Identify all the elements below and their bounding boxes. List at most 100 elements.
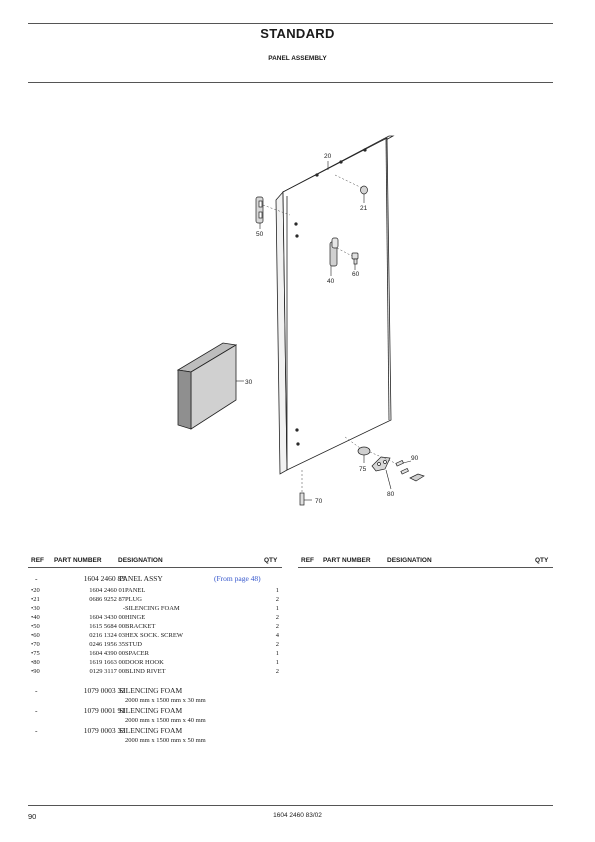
row-part-number: 1615 5684 00 (89, 623, 125, 630)
row-ref: •20 (31, 587, 40, 594)
panel-part (275, 135, 395, 475)
row-designation: BRACKET (125, 623, 156, 630)
row-qty: 1 (275, 605, 279, 612)
row-part-number: 1604 3430 00 (89, 614, 125, 621)
row-ref: •60 (31, 632, 40, 639)
row-part-number: 0129 3117 00 (89, 668, 125, 675)
col-header-qty-right: QTY (535, 557, 549, 564)
callout-20: 20 (324, 153, 332, 160)
row-designation: SILENCING FOAM (125, 605, 180, 612)
table-row: •40 1604 3430 00 HINGE 2 (31, 614, 281, 623)
row-ref: - (35, 706, 38, 715)
row-part-number: 1079 0003 32 (83, 686, 125, 695)
row-designation: STUD (125, 641, 142, 648)
col-header-designation: DESIGNATION (118, 557, 163, 564)
table-row: •30 - SILENCING FOAM 1 (31, 605, 281, 614)
row-part-number: 1079 0003 33 (83, 726, 125, 735)
row-part-number: 0246 1956 35 (89, 641, 125, 648)
callout-70: 70 (315, 498, 323, 505)
page-title: STANDARD (260, 26, 335, 41)
page-number: 90 (28, 812, 37, 821)
footer-rule (28, 805, 553, 806)
row-designation: HINGE (125, 614, 146, 621)
row-qty: 2 (275, 614, 279, 621)
page-subtitle: PANEL ASSEMBLY (268, 55, 327, 62)
top-rule (28, 23, 553, 24)
callout-50: 50 (256, 231, 264, 238)
door-hook-part (371, 456, 391, 472)
row-ref: •90 (31, 668, 40, 675)
callout-40: 40 (327, 278, 335, 285)
callout-21: 21 (360, 205, 368, 212)
table-row: •75 1604 4390 00 SPACER 1 (31, 650, 281, 659)
spacer-part (357, 446, 371, 456)
table-row: - 1079 0003 33 SILENCING FOAM (31, 726, 281, 736)
row-designation: SILENCING FOAM (119, 726, 183, 735)
table-header-rule-left (28, 567, 282, 568)
row-ref: •50 (31, 623, 40, 630)
foam-size: 2000 mm x 1500 mm x 40 mm (125, 717, 206, 724)
col-header-part-number-right: PART NUMBER (323, 557, 371, 564)
stud-part (299, 492, 305, 506)
row-designation: SPACER (125, 650, 149, 657)
row-part-number: 0216 1324 03 (89, 632, 125, 639)
row-part-number: 1604 2460 83 (83, 574, 125, 583)
row-qty: 4 (275, 632, 279, 639)
table-row: •90 0129 3117 00 BLIND RIVET 2 (31, 668, 281, 677)
row-size-note: 2000 mm x 1500 mm x 40 mm (125, 717, 206, 724)
row-designation: SILENCING FOAM (119, 686, 183, 695)
row-designation: DOOR HOOK (125, 659, 164, 666)
table-header-rule-right (298, 567, 553, 568)
row-size-note: 2000 mm x 1500 mm x 30 mm (125, 697, 206, 704)
row-qty: 2 (275, 623, 279, 630)
row-designation: SILENCING FOAM (119, 706, 183, 715)
table-row: •20 1604 2460 01 PANEL 1 (31, 587, 281, 596)
row-qty: 2 (275, 596, 279, 603)
row-ref: •40 (31, 614, 40, 621)
row-size-note: 2000 mm x 1500 mm x 50 mm (125, 737, 206, 744)
row-qty: 2 (275, 668, 279, 675)
row-qty: 2 (275, 641, 279, 648)
table-row: •70 0246 1956 35 STUD 2 (31, 641, 281, 650)
row-qty: 1 (275, 659, 279, 666)
assembly-lines (262, 174, 396, 492)
foam-size: 2000 mm x 1500 mm x 30 mm (125, 697, 206, 704)
row-ref: •75 (31, 650, 40, 657)
row-designation: PANEL ASSY (119, 574, 163, 583)
callout-30: 30 (245, 379, 253, 386)
callout-75: 75 (359, 466, 367, 473)
row-part-number: - (122, 605, 125, 612)
plug-part (360, 185, 368, 195)
exploded-view-drawing: 20 21 50 40 60 30 90 75 80 70 (176, 135, 425, 506)
callout-90: 90 (411, 455, 419, 462)
table-row: - 1079 0003 32 SILENCING FOAM (31, 686, 281, 696)
blind-rivet-part (395, 459, 425, 482)
row-ref: - (35, 726, 38, 735)
bracket-part (255, 196, 264, 224)
table-row: •50 1615 5684 00 BRACKET 2 (31, 623, 281, 632)
hex-screw-part (351, 252, 359, 265)
col-header-ref-right: REF (301, 557, 314, 564)
col-header-qty: QTY (264, 557, 278, 564)
table-row: •21 0686 9252 87 PLUG 2 (31, 596, 281, 605)
row-designation: HEX SOCK. SCREW (125, 632, 183, 639)
table-row: •60 0216 1324 03 HEX SOCK. SCREW 4 (31, 632, 281, 641)
cross-reference-link[interactable]: (From page 48) (214, 574, 261, 583)
document-number: 1604 2460 83/02 (273, 812, 322, 819)
row-part-number: 0686 9252 87 (89, 596, 125, 603)
row-designation: BLIND RIVET (125, 668, 166, 675)
row-ref: •80 (31, 659, 40, 666)
row-ref: •30 (31, 605, 40, 612)
table-row: •80 1619 1663 00 DOOR HOOK 1 (31, 659, 281, 668)
row-qty: 1 (275, 587, 279, 594)
row-designation: PLUG (125, 596, 142, 603)
callout-80: 80 (387, 491, 395, 498)
row-part-number: 1604 4390 00 (89, 650, 125, 657)
col-header-ref: REF (31, 557, 44, 564)
row-ref: - (35, 686, 38, 695)
col-header-part-number: PART NUMBER (54, 557, 102, 564)
row-part-number: 1619 1663 00 (89, 659, 125, 666)
col-header-designation-right: DESIGNATION (387, 557, 432, 564)
row-part-number: 1079 0001 91 (83, 706, 125, 715)
table-row: - 1079 0001 91 SILENCING FOAM (31, 706, 281, 716)
